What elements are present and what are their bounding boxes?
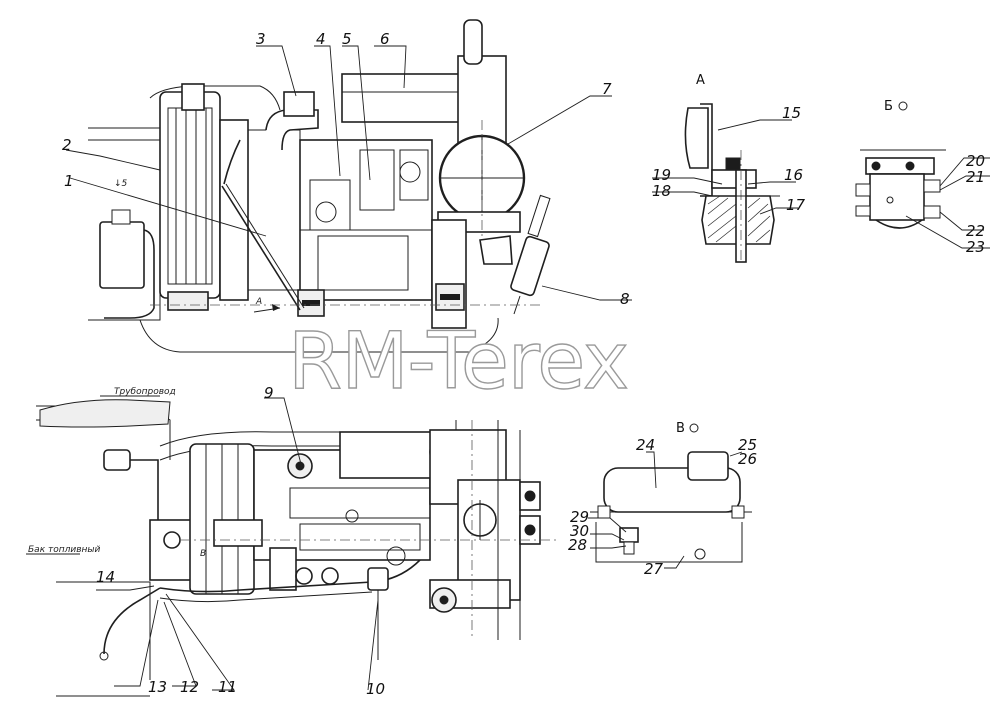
callout-17: 17 [786, 196, 806, 214]
watermark: RM-Terex [288, 317, 628, 407]
detail-view-v [588, 451, 752, 569]
mount-left [297, 289, 325, 317]
arrow-v-indicator: В [200, 549, 206, 559]
callout-26: 26 [738, 450, 757, 468]
expansion-tank [99, 209, 155, 319]
engine-block [299, 139, 433, 301]
callout-10: 10 [366, 680, 385, 698]
callout-22: 22 [966, 222, 985, 240]
arrow-a-indicator: А [253, 297, 281, 313]
callout-29: 29 [570, 508, 589, 526]
callout-11: 11 [218, 678, 237, 696]
view-b-title: Б [884, 99, 908, 114]
mount-right [435, 283, 465, 311]
callout-1: 1 [64, 172, 74, 190]
callout-25: 25 [738, 436, 757, 454]
callout-12: 12 [180, 678, 199, 696]
radiator [159, 83, 221, 311]
callout-6: 6 [380, 30, 390, 48]
callout-28: 28 [568, 536, 587, 554]
arrow-a-label: А [255, 297, 262, 307]
callout-5: 5 [342, 30, 352, 48]
arrow-v-label: В [200, 549, 206, 559]
callout-14: 14 [96, 568, 115, 586]
view-a-title: А [696, 73, 705, 88]
pipeline-label: Трубопровод [114, 387, 176, 397]
sensor-10 [367, 567, 389, 660]
view-b-letter: Б [884, 99, 893, 114]
callout-18: 18 [652, 182, 671, 200]
callout-30: 30 [570, 522, 589, 540]
fuel-tank-label: Бак топливный [28, 545, 101, 555]
fuel-tank [56, 581, 161, 697]
callout-21: 21 [966, 168, 985, 186]
top-main-view [65, 19, 632, 353]
callout-24: 24 [636, 436, 655, 454]
callout-27: 27 [644, 560, 664, 578]
callout-16: 16 [784, 166, 803, 184]
view-v-letter: В [676, 421, 685, 436]
radiator-mark: ↓5 [114, 179, 128, 189]
detail-view-a [652, 103, 798, 263]
tank-6 [341, 19, 507, 145]
sensor-8 [510, 194, 551, 315]
bottom-main-view [36, 397, 560, 697]
callout-23: 23 [966, 238, 985, 256]
callout-9: 9 [264, 384, 274, 402]
callout-15: 15 [782, 104, 801, 122]
callouts: 1 2 3 4 5 6 7 8 9 10 11 12 13 14 15 16 1… [62, 30, 985, 698]
callout-8: 8 [620, 290, 630, 308]
callout-2: 2 [62, 136, 72, 154]
sensor-left [103, 449, 159, 520]
callout-19: 19 [652, 166, 671, 184]
callout-4: 4 [316, 30, 326, 48]
detail-view-b [855, 149, 990, 249]
callout-20: 20 [966, 152, 985, 170]
callout-7: 7 [602, 80, 612, 98]
callout-3: 3 [256, 30, 266, 48]
callout-13: 13 [148, 678, 167, 696]
filter-7 [437, 134, 526, 233]
view-v-title: В [676, 421, 699, 436]
